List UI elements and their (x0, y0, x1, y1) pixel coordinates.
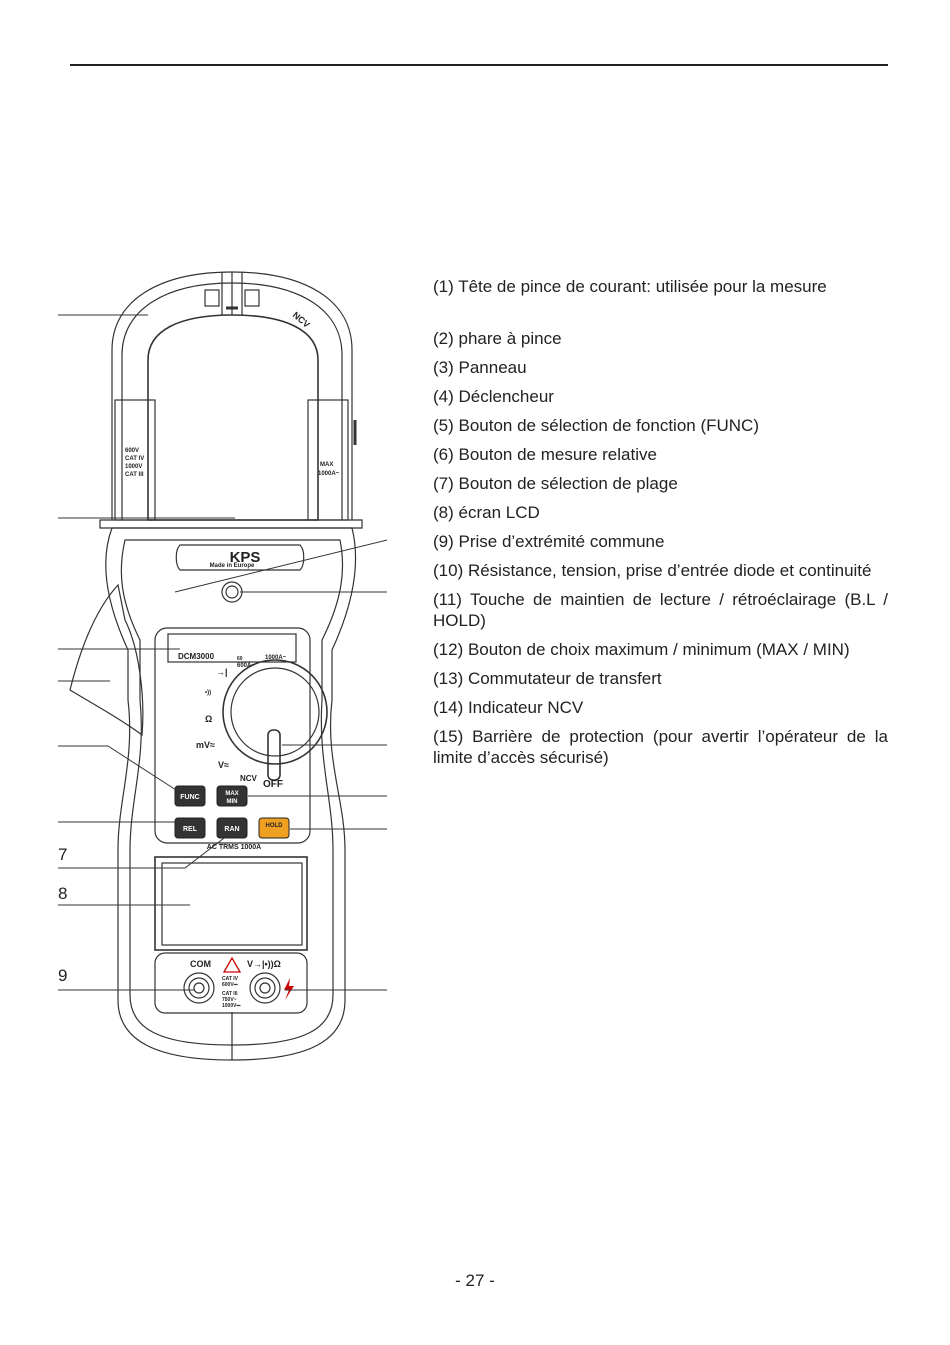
callout-number-7: 7 (58, 845, 67, 865)
component-descriptions: (1) Tête de pince de courant: utilisée p… (433, 276, 888, 768)
svg-text:V→|•))Ω: V→|•))Ω (247, 959, 281, 969)
svg-text:CAT IV: CAT IV (125, 456, 144, 462)
header-rule (70, 64, 888, 66)
desc-6: (6) Bouton de mesure relative (433, 444, 888, 465)
desc-14: (14) Indicateur NCV (433, 697, 888, 718)
callout-number-9: 9 (58, 966, 67, 986)
page-number: - 27 - (0, 1271, 950, 1291)
svg-text:mV≈: mV≈ (196, 740, 215, 750)
lightning-icon (284, 978, 294, 1000)
desc-1: (1) Tête de pince de courant: utilisée p… (433, 276, 888, 297)
desc-11: (11) Touche de maintien de lecture / rét… (433, 589, 888, 631)
callout-number-8: 8 (58, 884, 67, 904)
svg-text:COM: COM (190, 959, 211, 969)
desc-12: (12) Bouton de choix maximum / minimum (… (433, 639, 888, 660)
svg-text:1000A~: 1000A~ (318, 471, 340, 477)
ncv-head-label: NCV (291, 310, 312, 330)
desc-15: (15) Barrière de protection (pour averti… (433, 726, 888, 768)
svg-text:V≈: V≈ (218, 760, 229, 770)
svg-text:600V⎓: 600V⎓ (222, 982, 238, 988)
trigger (70, 585, 143, 735)
desc-8: (8) écran LCD (433, 502, 888, 523)
svg-text:60: 60 (237, 656, 243, 662)
warning-icon (224, 958, 240, 972)
svg-text:CAT III: CAT III (125, 472, 144, 478)
desc-4: (4) Déclencheur (433, 386, 888, 407)
svg-text:600A~: 600A~ (237, 663, 255, 669)
svg-text:1000A~: 1000A~ (265, 655, 287, 661)
desc-2: (2) phare à pince (433, 328, 888, 349)
made-in-label: Made in Europe (210, 563, 255, 569)
desc-10: (10) Résistance, tension, prise d’entrée… (433, 560, 888, 581)
desc-9: (9) Prise d’extrémité commune (433, 531, 888, 552)
lcd-screen (155, 857, 307, 950)
clamp-opening (148, 315, 318, 520)
svg-text:→|: →| (216, 667, 228, 677)
desc-13: (13) Commutateur de transfert (433, 668, 888, 689)
svg-text:•)): •)) (205, 690, 211, 696)
svg-text:MIN: MIN (227, 799, 238, 805)
svg-text:1000V⎓: 1000V⎓ (222, 1003, 240, 1009)
rating-label: AC TRMS 1000A (207, 844, 261, 851)
svg-text:Ω: Ω (205, 714, 212, 724)
svg-text:MAX: MAX (320, 462, 333, 468)
svg-text:FUNC: FUNC (180, 794, 199, 801)
svg-text:600V: 600V (125, 448, 139, 454)
svg-text:1000V: 1000V (125, 464, 142, 470)
desc-7: (7) Bouton de sélection de plage (433, 473, 888, 494)
desc-3: (3) Panneau (433, 357, 888, 378)
svg-text:HOLD: HOLD (266, 823, 284, 829)
model-label: DCM3000 (178, 652, 215, 661)
clamp-meter-figure: KPS Made in Europe DCM3000 AC TRMS 1000A… (0, 260, 400, 1080)
desc-5: (5) Bouton de sélection de fonction (FUN… (433, 415, 888, 436)
svg-text:NCV: NCV (240, 774, 258, 783)
clamp-meter-drawing: KPS Made in Europe DCM3000 AC TRMS 1000A… (0, 260, 400, 1080)
svg-text:MAX: MAX (225, 791, 238, 797)
svg-text:REL: REL (183, 826, 198, 833)
svg-text:OFF: OFF (263, 779, 283, 790)
svg-text:RAN: RAN (224, 826, 239, 833)
